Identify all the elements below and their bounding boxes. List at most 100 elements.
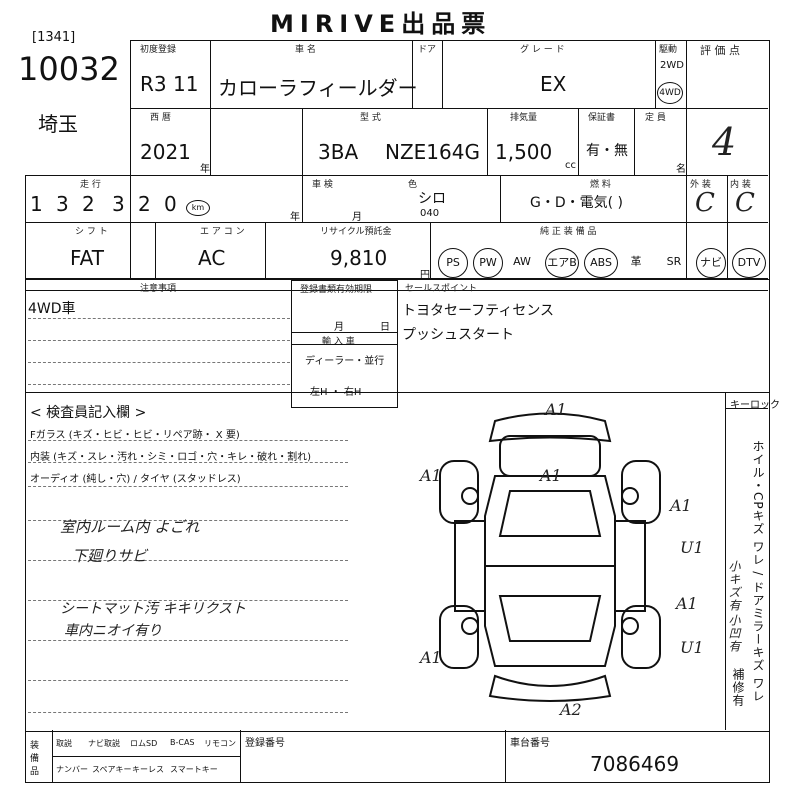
- fuel-label: 燃 料: [590, 180, 611, 190]
- exterior-value: C: [695, 188, 715, 218]
- model-label: 型 式: [360, 113, 381, 123]
- sales-point: トヨタセーフティセンス: [402, 303, 555, 319]
- mileage-unit: km: [186, 200, 210, 216]
- legend-hand: 補修有: [731, 668, 745, 707]
- grade-value: EX: [540, 72, 567, 96]
- lot-code: [1341]: [32, 30, 76, 45]
- frame-number-label: 車台番号: [510, 738, 550, 749]
- shift-label: シ フ ト: [75, 227, 108, 237]
- import-label: 輸 入 車: [322, 337, 355, 347]
- damage-mark: A1: [670, 496, 692, 515]
- hand-note: シートマット汚 キキリクスト: [60, 601, 247, 617]
- hand-note: 下廻りサビ: [72, 547, 148, 565]
- footer-item: スペアキー: [92, 765, 132, 774]
- mileage-digit: 3: [112, 192, 125, 216]
- legend-hand: 小凹有: [727, 614, 741, 653]
- first-reg-label: 初度登録: [140, 45, 177, 55]
- equip-sr: SR: [666, 255, 682, 268]
- footer-items-label: 装備品: [30, 741, 40, 777]
- shift-value: FAT: [70, 246, 105, 270]
- damage-mark: A1: [420, 648, 442, 667]
- inspection-month-unit: 月: [352, 212, 362, 223]
- footer-item: キーレス: [132, 765, 164, 774]
- footer-frame: [25, 730, 770, 783]
- doc-label: 登録書類有効期限: [300, 285, 373, 295]
- lot-number: 10032: [18, 50, 120, 88]
- ac-label: エ ア コ ン: [200, 227, 245, 237]
- audio-tire-line: オーディオ (純し・穴) / タイヤ (スタッドレス): [30, 474, 241, 485]
- mileage-digit: 2: [138, 192, 151, 216]
- mileage-digit: 1: [30, 192, 43, 216]
- first-reg-value: R3 11: [140, 72, 199, 96]
- hand-note: 車内ニオイ有り: [64, 623, 162, 639]
- frame-number-value: 7086469: [590, 752, 680, 776]
- caution-label: 注意事項: [140, 284, 177, 294]
- door-label: ドア: [418, 45, 437, 55]
- form-frame: [130, 40, 770, 280]
- year-unit: 年: [200, 164, 210, 175]
- footer-item: 取説: [56, 739, 72, 748]
- drive-4wd: 4WD: [657, 82, 683, 104]
- drive-label: 駆動: [659, 45, 678, 55]
- fuel-value: G・D・電気( ): [530, 195, 624, 211]
- damage-mark: A1: [545, 400, 567, 419]
- hand-note: 室内ルーム内 よごれ: [60, 518, 200, 536]
- damage-mark: U1: [680, 538, 704, 557]
- footer-item: ロムSD: [130, 739, 158, 748]
- car-name-value: カローラフィールダー: [218, 76, 418, 100]
- key-lock-label: キーロック: [730, 400, 780, 411]
- equip-dtv: DTV: [732, 248, 766, 278]
- color-code: 040: [420, 208, 440, 219]
- year-value: 2021: [140, 140, 191, 164]
- caution-value: 4WD車: [28, 301, 76, 317]
- interior-value: C: [735, 188, 755, 218]
- doc-day: 日: [380, 322, 390, 333]
- inspection-label: 車 検: [312, 180, 333, 190]
- recycle-label: リサイクル預託金: [320, 227, 392, 237]
- footer-item: ナビ取説: [88, 739, 120, 748]
- recycle-unit: 円: [420, 270, 430, 281]
- footer-item: B-CAS: [170, 738, 195, 747]
- region: 埼玉: [38, 112, 78, 136]
- color-label: 色: [408, 180, 418, 190]
- warranty-label: 保証書: [588, 113, 616, 123]
- interior-condition-line: 内装 (キズ・スレ・汚れ・シミ・ロゴ・穴・キレ・破れ・割れ): [30, 452, 311, 463]
- equipment-label: 純 正 装 備 品: [540, 227, 597, 237]
- capacity-label: 定 員: [645, 113, 666, 123]
- warranty-value: 有・無: [586, 143, 628, 159]
- damage-mark: A1: [420, 466, 442, 485]
- inspection-year-unit: 年: [290, 212, 300, 223]
- year-label: 西 暦: [150, 113, 171, 123]
- notes-frame: [25, 280, 770, 400]
- model-prefix: 3BA: [318, 140, 359, 164]
- ac-value: AC: [198, 246, 226, 270]
- legend-hand: 小キズ有: [727, 560, 741, 612]
- footer-item: スマートキー: [170, 765, 218, 774]
- import-dealer: ディーラー・並行: [305, 356, 385, 367]
- equip-airbag: エアB: [545, 248, 579, 278]
- mileage-digit: 0: [164, 192, 177, 216]
- model-value: NZE164G: [385, 140, 480, 164]
- interior-label: 内 装: [730, 180, 751, 190]
- mileage-digit: 3: [56, 192, 69, 216]
- sales-label: セールスポイント: [405, 284, 478, 294]
- score-value: 4: [712, 120, 737, 164]
- car-name-label: 車 名: [295, 45, 316, 55]
- recycle-value: 9,810: [330, 246, 388, 270]
- score-label: 評 価 点: [700, 44, 740, 57]
- legend-text: ホイル・CPキズ ワレ / ドアミラーキズ ワレ: [751, 440, 765, 703]
- damage-mark: A2: [560, 700, 582, 719]
- footer-item: リモコン: [204, 739, 236, 748]
- glass-line: Fガラス (キズ・ヒビ・ヒビ・リペア跡・ X 要): [30, 430, 240, 441]
- equip-ps: PS: [438, 248, 468, 278]
- damage-mark: U1: [680, 638, 704, 657]
- exterior-label: 外 装: [690, 180, 711, 190]
- damage-mark: A1: [540, 466, 562, 485]
- displacement-value: 1,500: [495, 140, 553, 164]
- drive-2wd: 2WD: [660, 60, 684, 71]
- equip-navi: ナビ: [696, 248, 726, 278]
- car-diagram: [439, 412, 661, 702]
- equip-abs: ABS: [584, 248, 618, 278]
- grade-label: グ レ ー ド: [520, 45, 565, 55]
- mileage-digit: 2: [82, 192, 95, 216]
